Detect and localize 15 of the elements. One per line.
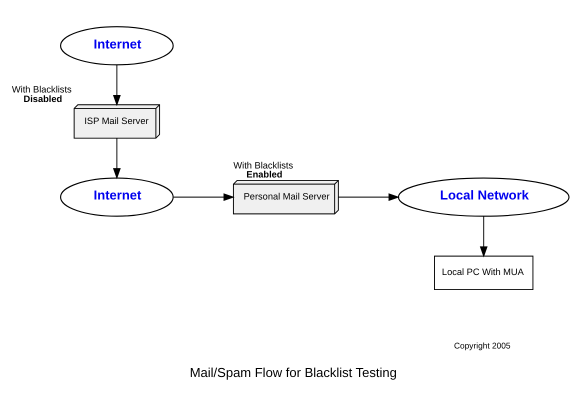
arrow [480, 216, 488, 258]
arrow [112, 138, 121, 180]
node-label: With Blacklists [12, 84, 72, 95]
node-label: Enabled [246, 170, 282, 180]
arrow [173, 193, 235, 202]
node-box: Local PC With MUA [434, 256, 534, 290]
arrow [338, 193, 400, 202]
node-ellipse: Internet [60, 178, 174, 217]
node-label: With Blacklists [233, 160, 294, 170]
caption: Mail/Spam Flow for Blacklist Testing [190, 365, 397, 380]
arrow [112, 64, 121, 106]
node-label: Disabled [24, 94, 62, 104]
label: Copyright 2005 [454, 340, 511, 350]
node-ellipse: Internet [60, 26, 174, 66]
node-ellipse: Local Network [398, 178, 570, 217]
